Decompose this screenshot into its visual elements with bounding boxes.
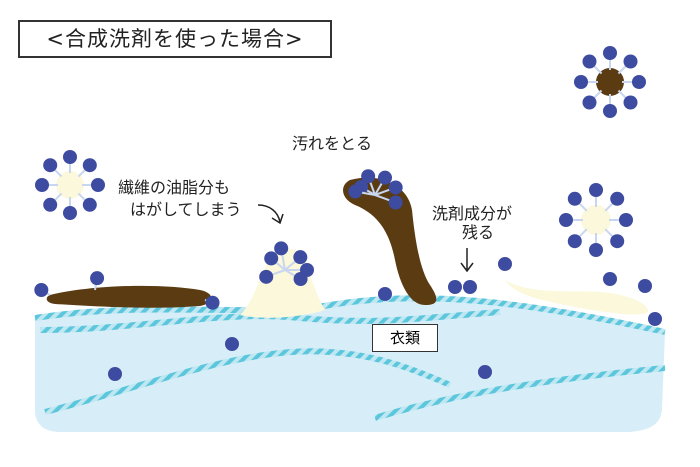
surfactant-molecules	[34, 46, 662, 381]
surfactant-head	[589, 243, 603, 257]
surfactant-head	[108, 367, 122, 381]
surfactant-head	[498, 257, 512, 271]
surfactant-head	[205, 295, 220, 310]
surfactant-head	[623, 54, 638, 69]
label-residue-2: 残る	[462, 223, 495, 242]
surfactant-head	[90, 271, 105, 286]
surfactant-head	[378, 170, 392, 185]
surfactant-head	[82, 197, 97, 212]
surfactant-head	[91, 178, 105, 192]
surfactant-head	[610, 234, 625, 249]
surfactant-head	[582, 95, 597, 110]
surfactant-head	[582, 54, 597, 69]
surfactant-head	[274, 241, 289, 256]
surfactant-head	[43, 197, 58, 212]
surfactant-head	[35, 178, 49, 192]
surfactant-head	[388, 180, 403, 195]
clothing-fabric	[35, 298, 665, 432]
surfactant-head	[603, 46, 617, 60]
surfactant-head	[638, 279, 652, 293]
label-residue-1: 洗剤成分が	[432, 204, 513, 223]
surfactant-head	[43, 158, 58, 173]
surfactant-head	[567, 234, 582, 249]
page-title: <合成洗剤を使った場合>	[18, 20, 332, 58]
surfactant-head	[225, 337, 239, 351]
surfactant-head	[63, 150, 77, 164]
surfactant-head	[589, 183, 603, 197]
surfactant-head	[82, 158, 97, 173]
surfactant-head	[603, 104, 617, 118]
surfactant-head	[559, 213, 573, 227]
surfactant-head	[293, 250, 308, 265]
surfactant-head	[632, 75, 646, 89]
label-clothing: 衣類	[372, 324, 438, 352]
surfactant-head	[478, 365, 492, 379]
surfactant-head	[448, 280, 462, 294]
oil-micelle	[581, 205, 611, 235]
surfactant-head	[378, 287, 392, 301]
surfactant-head	[34, 283, 49, 297]
label-remove-dirt: 汚れをとる	[292, 134, 373, 153]
surfactant-head	[567, 191, 582, 206]
dirt-on-cloth	[46, 285, 212, 308]
surfactant-head	[348, 184, 363, 199]
label-strip-oil-2: はがしてしまう	[130, 200, 242, 219]
surfactant-head	[264, 251, 279, 266]
label-strip-oil-1: 繊維の油脂分も	[118, 178, 231, 197]
arrow-icon	[257, 204, 284, 225]
surfactant-head	[603, 272, 617, 286]
surfactant-head	[619, 213, 633, 227]
dirt-lifted	[343, 177, 437, 305]
oil-micelle	[56, 171, 84, 199]
fibers	[34, 295, 666, 421]
surfactant-head	[574, 75, 588, 89]
surfactant-head	[388, 195, 403, 210]
surfactant-head	[463, 280, 477, 294]
dirt-micelle	[596, 68, 624, 96]
surfactant-head	[259, 269, 274, 284]
surfactant-head	[610, 191, 625, 206]
surfactant-head	[293, 272, 308, 286]
surfactant-head	[623, 95, 638, 110]
surfactant-head	[648, 312, 662, 326]
surfactant-head	[361, 169, 376, 184]
surfactant-head	[63, 206, 77, 220]
oil-residue	[505, 280, 649, 315]
arrow-icon	[460, 248, 474, 273]
